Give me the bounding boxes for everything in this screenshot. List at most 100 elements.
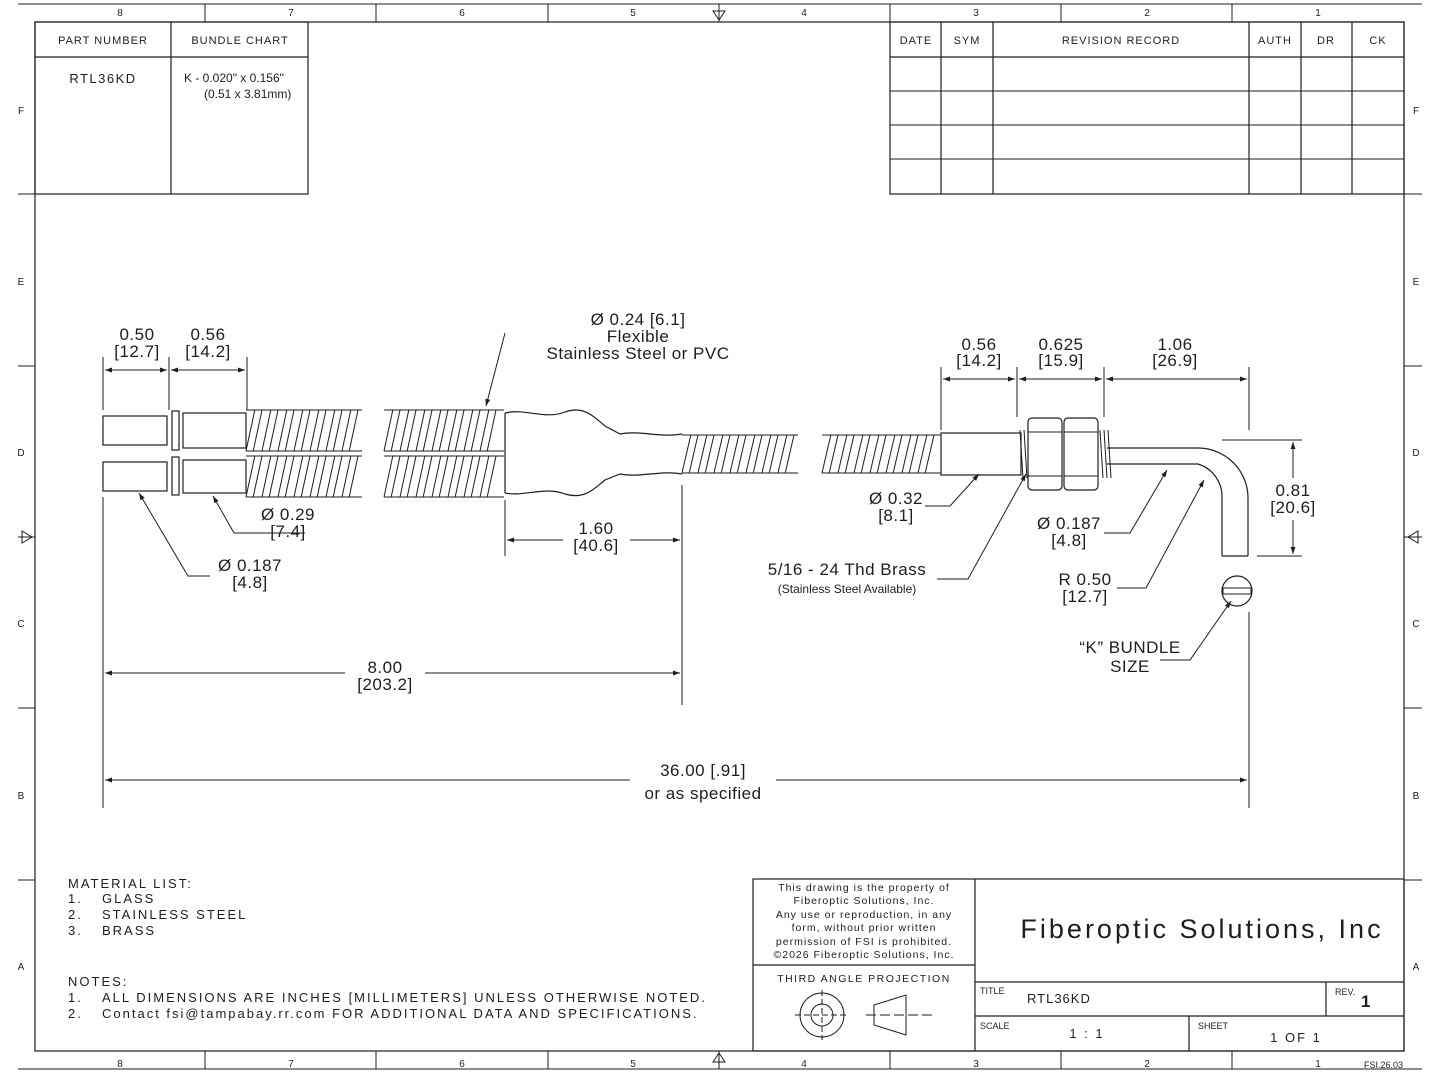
dim-0-56-right: 0.56 xyxy=(961,335,996,354)
zone-row-label-right: B xyxy=(1413,791,1420,802)
material-item-2: STAINLESS STEEL xyxy=(102,907,247,922)
dim-0-56-left: 0.56 xyxy=(190,325,225,344)
zone-column-label-top: 3 xyxy=(973,8,979,19)
material-item-1: GLASS xyxy=(102,891,155,906)
zone-row-label-right: E xyxy=(1413,277,1420,288)
dim-0-187-left: Ø 0.187 xyxy=(218,556,282,575)
bundle-end-view xyxy=(1221,575,1253,607)
third-angle-projection-icon xyxy=(795,990,936,1040)
dim-0-625-mm: [15.9] xyxy=(1038,351,1084,370)
scale-label: SCALE xyxy=(980,1021,1010,1031)
zone-row-label-left: E xyxy=(18,277,25,288)
projection-label: THIRD ANGLE PROJECTION xyxy=(777,973,951,985)
dim-1-60-mm: [40.6] xyxy=(573,536,619,555)
revision-header-ck: CK xyxy=(1369,35,1386,47)
zone-column-label-top: 6 xyxy=(459,8,465,19)
material-list: MATERIAL LIST: 1. GLASS 2. STAINLESS STE… xyxy=(68,876,247,938)
zone-column-label-top: 4 xyxy=(801,8,807,19)
zone-row-label-left: B xyxy=(18,791,25,802)
sheet-label: SHEET xyxy=(1198,1021,1229,1031)
material-num-2: 2. xyxy=(68,907,83,922)
drawing-title: RTL36KD xyxy=(1027,991,1091,1006)
sheath-material: Stainless Steel or PVC xyxy=(547,344,730,363)
zone-column-label-bottom: 4 xyxy=(801,1059,807,1070)
revision-header-auth: AUTH xyxy=(1258,35,1292,47)
zone-row-label-left: D xyxy=(17,448,24,459)
breakout-sheath xyxy=(504,409,683,497)
dim-0-56-right-mm: [14.2] xyxy=(956,351,1002,370)
dim-1-06: 1.06 xyxy=(1157,335,1192,354)
zone-column-label-bottom: 6 xyxy=(459,1059,465,1070)
title-label: TITLE xyxy=(980,986,1005,996)
dim-0-50: 0.50 xyxy=(119,325,154,344)
part-number-value: RTL36KD xyxy=(69,71,136,86)
fiber-bundle-left-ends xyxy=(102,410,247,496)
revision-header-sym: SYM xyxy=(954,35,981,47)
sheet-value: 1 OF 1 xyxy=(1270,1030,1322,1045)
dim-0-81-mm: [20.6] xyxy=(1270,498,1316,517)
zone-column-label-top: 5 xyxy=(630,8,636,19)
flexible-sheath-coils xyxy=(245,409,941,498)
bend-radius: R 0.50 xyxy=(1058,570,1111,589)
revision-header-dr: DR xyxy=(1317,35,1335,47)
property-line-3: Any use or reproduction, in any xyxy=(776,909,952,921)
bundle-chart-line-2: (0.51 x 3.81mm) xyxy=(204,87,291,101)
zone-column-label-bottom: 2 xyxy=(1144,1059,1150,1070)
property-line-6: ©2026 Fiberoptic Solutions, Inc. xyxy=(774,949,955,961)
form-id: FSI.26.03 xyxy=(1364,1060,1403,1070)
title-block: This drawing is the property of Fiberopt… xyxy=(752,878,1405,1052)
dim-0-187-right: Ø 0.187 xyxy=(1037,514,1101,533)
part-number-header: PART NUMBER xyxy=(58,35,148,47)
dim-0-50-mm: [12.7] xyxy=(114,342,160,361)
sheath-diameter: Ø 0.24 [6.1] xyxy=(591,310,686,329)
rev-label: REV. xyxy=(1335,987,1355,997)
dim-0-187-left-mm: [4.8] xyxy=(232,573,268,592)
dim-0-29: Ø 0.29 xyxy=(261,505,315,524)
revision-header-record: REVISION RECORD xyxy=(1062,35,1180,47)
thread-note: (Stainless Steel Available) xyxy=(778,582,917,596)
zone-column-label-bottom: 5 xyxy=(630,1059,636,1070)
zone-row-label-left: F xyxy=(18,106,24,117)
revision-header-date: DATE xyxy=(900,35,933,47)
dim-0-32: Ø 0.32 xyxy=(869,489,923,508)
dim-1-06-mm: [26.9] xyxy=(1152,351,1198,370)
note-num-2: 2. xyxy=(68,1006,83,1021)
dim-1-60: 1.60 xyxy=(578,519,613,538)
dimension-labels: 0.50 [12.7] 0.56 [14.2] Ø 0.24 [6.1] Fle… xyxy=(114,310,1316,803)
note-num-1: 1. xyxy=(68,990,83,1005)
zone-row-label-right: F xyxy=(1413,106,1419,117)
thread-spec: 5/16 - 24 Thd Brass xyxy=(768,560,927,579)
bundle-size-label-1: “K” BUNDLE xyxy=(1079,638,1180,657)
zone-row-label-left: C xyxy=(17,619,24,630)
dimension-lines xyxy=(102,332,1302,808)
dim-0-56-left-mm: [14.2] xyxy=(185,342,231,361)
notes-title: NOTES: xyxy=(68,974,128,989)
property-line-2: Fiberoptic Solutions, Inc. xyxy=(794,895,935,907)
note-1: ALL DIMENSIONS ARE INCHES [MILLIMETERS] … xyxy=(102,990,707,1005)
zone-row-label-left: A xyxy=(18,962,25,973)
property-line-4: form, without prior written xyxy=(792,922,937,934)
company-name: Fiberoptic Solutions, Inc xyxy=(1020,914,1383,944)
zone-column-label-top: 8 xyxy=(117,8,123,19)
zone-column-label-bottom: 7 xyxy=(288,1059,294,1070)
dim-8-00-mm: [203.2] xyxy=(357,675,413,694)
material-list-title: MATERIAL LIST: xyxy=(68,876,193,891)
rev-value: 1 xyxy=(1361,992,1370,1011)
dim-0-29-mm: [7.4] xyxy=(270,522,306,541)
material-num-1: 1. xyxy=(68,891,83,906)
zone-row-label-right: C xyxy=(1412,619,1419,630)
material-num-3: 3. xyxy=(68,923,83,938)
bundle-size-label-2: SIZE xyxy=(1110,657,1150,676)
part-number-table: PART NUMBER BUNDLE CHART RTL36KD K - 0.0… xyxy=(34,21,309,195)
zone-column-label-bottom: 1 xyxy=(1315,1059,1321,1070)
dim-0-81: 0.81 xyxy=(1275,481,1310,500)
bend-radius-mm: [12.7] xyxy=(1062,587,1108,606)
threaded-fitting xyxy=(940,417,1249,557)
zone-column-label-top: 7 xyxy=(288,8,294,19)
zone-column-label-bottom: 3 xyxy=(973,1059,979,1070)
dim-0-32-mm: [8.1] xyxy=(878,506,914,525)
zone-column-label-top: 2 xyxy=(1144,8,1150,19)
zone-column-label-bottom: 8 xyxy=(117,1059,123,1070)
